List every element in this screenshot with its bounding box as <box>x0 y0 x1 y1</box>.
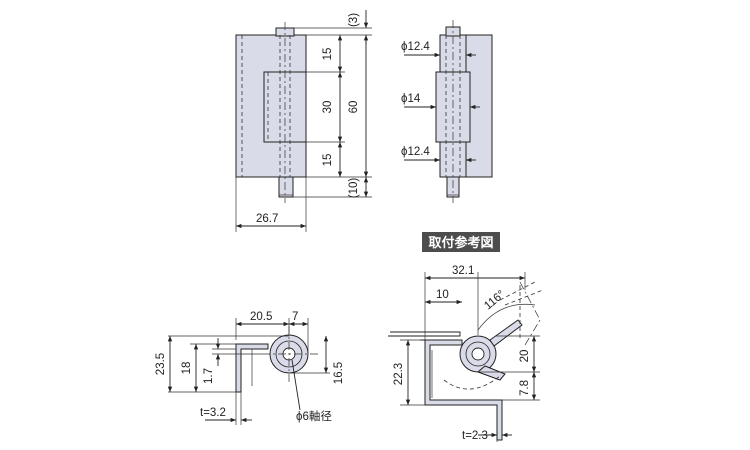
installation-badge-label: 取付参考図 <box>428 235 493 250</box>
dim-20: 20 <box>519 350 531 363</box>
dim-22-3: 22.3 <box>393 363 405 385</box>
dim-32-1: 32.1 <box>452 265 474 277</box>
front-view: (3) 15 30 15 60 (10) 26.7 <box>235 10 372 232</box>
dim-shaft-diameter: ϕ6軸径 <box>296 409 332 423</box>
dim-1-7: 1.7 <box>203 368 215 384</box>
cabinet-frame <box>388 331 461 337</box>
installation-view: 32.1 10 116° 20 7.8 22.3 t=2.3 <box>388 265 544 442</box>
dim-thickness-install: t=2.3 <box>462 430 488 442</box>
dim-width: 26.7 <box>256 213 278 225</box>
dim-pin-protrusion: (10) <box>348 178 360 199</box>
dim-upper-knuckle: 15 <box>322 48 334 61</box>
dim-18: 18 <box>181 362 193 375</box>
dim-diameter-middle: ϕ14 <box>401 93 421 105</box>
side-view: ϕ12.4 ϕ14 ϕ12.4 <box>401 20 493 203</box>
dim-top-gap: (3) <box>348 13 360 27</box>
dim-7-8: 7.8 <box>519 380 531 396</box>
dim-thickness-left: t=3.2 <box>200 407 226 419</box>
dim-middle-knuckle: 30 <box>322 101 334 114</box>
pin-bottom <box>278 176 294 198</box>
dim-total-height: 60 <box>348 101 360 114</box>
dim-7: 7 <box>292 311 298 323</box>
dim-overall-height: 23.5 <box>155 353 167 375</box>
installation-reference-badge: 取付参考図 <box>422 232 500 252</box>
dim-10: 10 <box>436 289 449 301</box>
dim-diameter-upper: ϕ12.4 <box>401 41 430 53</box>
dim-16-5: 16.5 <box>333 362 345 384</box>
bottom-left-view: 23.5 18 1.7 16.5 20.5 7 t=3.2 ϕ6軸径 <box>155 311 345 425</box>
dim-diameter-lower: ϕ12.4 <box>401 146 430 158</box>
dim-20-5: 20.5 <box>250 311 272 323</box>
door-panel <box>420 339 503 441</box>
install-shaft <box>471 347 485 361</box>
dim-lower-knuckle: 15 <box>322 154 334 167</box>
